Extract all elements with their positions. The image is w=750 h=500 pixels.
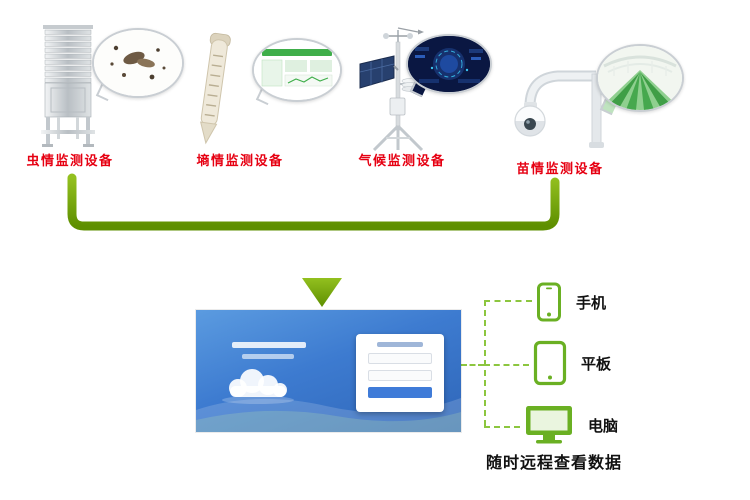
insect-monitor-illustration xyxy=(41,25,95,147)
login-panel xyxy=(356,334,444,412)
dark-dashboard-bubble xyxy=(406,34,492,94)
login-username-field xyxy=(368,353,432,364)
device-label-soil: 墒情监测设备 xyxy=(196,153,284,168)
footer-caption: 随时远程查看数据 xyxy=(486,455,623,472)
client-tablet-label: 平板 xyxy=(581,355,612,373)
greenhouse-photo xyxy=(598,46,682,110)
client-computer: 电脑 xyxy=(524,404,618,446)
dark-dashboard xyxy=(408,36,490,92)
login-button xyxy=(368,387,432,398)
login-title-text xyxy=(377,342,423,347)
down-arrow xyxy=(302,278,342,307)
insect-photo-bubble xyxy=(92,28,184,98)
dashed-connector-vertical xyxy=(484,300,486,426)
device-label-seedling: 苗情监测设备 xyxy=(516,161,604,176)
soil-probe-illustration xyxy=(200,32,231,145)
dashed-connector-computer xyxy=(484,426,520,428)
dashed-connector-tablet xyxy=(484,364,529,366)
tablet-icon xyxy=(533,340,567,386)
green-dashboard-bubble xyxy=(252,38,342,102)
platform-title-text xyxy=(232,342,306,348)
platform-subtitle-text xyxy=(242,354,294,359)
insect-photo xyxy=(94,30,182,96)
wave-decoration xyxy=(196,398,461,432)
platform-screenshot xyxy=(196,310,461,432)
green-dashboard xyxy=(254,40,340,100)
device-label-climate: 气候监测设备 xyxy=(358,153,446,168)
client-phone: 手机 xyxy=(536,282,606,322)
client-computer-label: 电脑 xyxy=(588,417,619,435)
greenhouse-photo-bubble xyxy=(596,44,684,112)
dashed-connector-phone xyxy=(484,300,532,302)
login-password-field xyxy=(368,370,432,381)
client-tablet: 平板 xyxy=(533,340,611,386)
monitor-icon xyxy=(526,406,572,444)
phone-icon xyxy=(537,282,561,322)
connector-lines xyxy=(67,173,560,307)
device-label-insect: 虫情监测设备 xyxy=(26,153,114,168)
cloud-icon xyxy=(222,369,294,404)
dashed-connector-platform xyxy=(461,364,484,366)
client-phone-label: 手机 xyxy=(576,294,607,312)
weather-station-illustration xyxy=(359,27,424,152)
dome-camera-illustration xyxy=(514,70,604,148)
